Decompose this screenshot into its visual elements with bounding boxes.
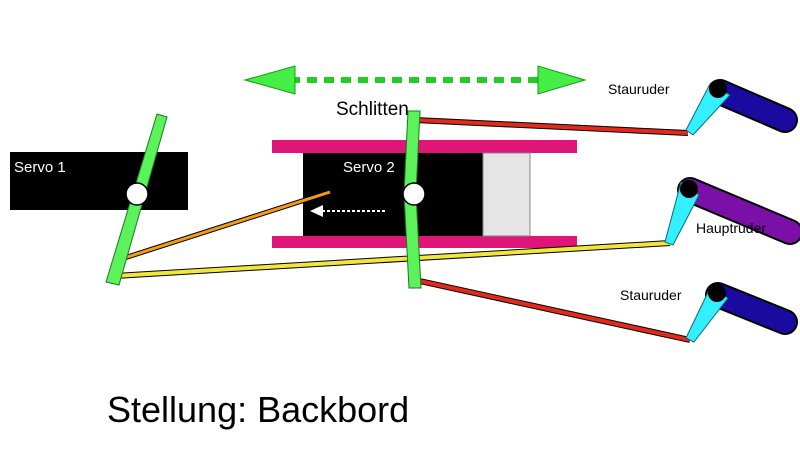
slide-block xyxy=(482,152,531,237)
servo1-hub xyxy=(125,182,149,206)
aux-rudder-top-label: Stauruder xyxy=(608,81,670,97)
slide-rail-top xyxy=(272,140,577,153)
main-rudder-pivot xyxy=(680,180,698,198)
servo2-motion-arrow-icon xyxy=(310,205,385,217)
servo1-body xyxy=(10,152,188,210)
servo2-label: Servo 2 xyxy=(343,159,395,176)
servo2-arm xyxy=(402,110,426,289)
aux-rudder-top-pivot xyxy=(709,80,727,98)
servo1-label: Servo 1 xyxy=(14,159,66,176)
main-rudder xyxy=(664,177,800,246)
slide-rail-bottom xyxy=(272,236,577,248)
status-label: Stellung: Backbord xyxy=(107,389,409,430)
aux-rudder-bottom-pivot xyxy=(708,284,726,302)
servo2-body xyxy=(303,153,483,236)
servo1-arm xyxy=(105,113,168,286)
aux-rudder-bottom-label: Stauruder xyxy=(620,287,682,303)
aux-rudder-bottom xyxy=(685,282,798,343)
servo2-hub xyxy=(402,182,426,206)
slide-label: Schlitten xyxy=(336,99,409,120)
main-rudder-label: Hauptruder xyxy=(696,220,766,236)
slide-motion-arrow-icon xyxy=(243,65,587,95)
aux-rudder-top xyxy=(685,79,798,136)
